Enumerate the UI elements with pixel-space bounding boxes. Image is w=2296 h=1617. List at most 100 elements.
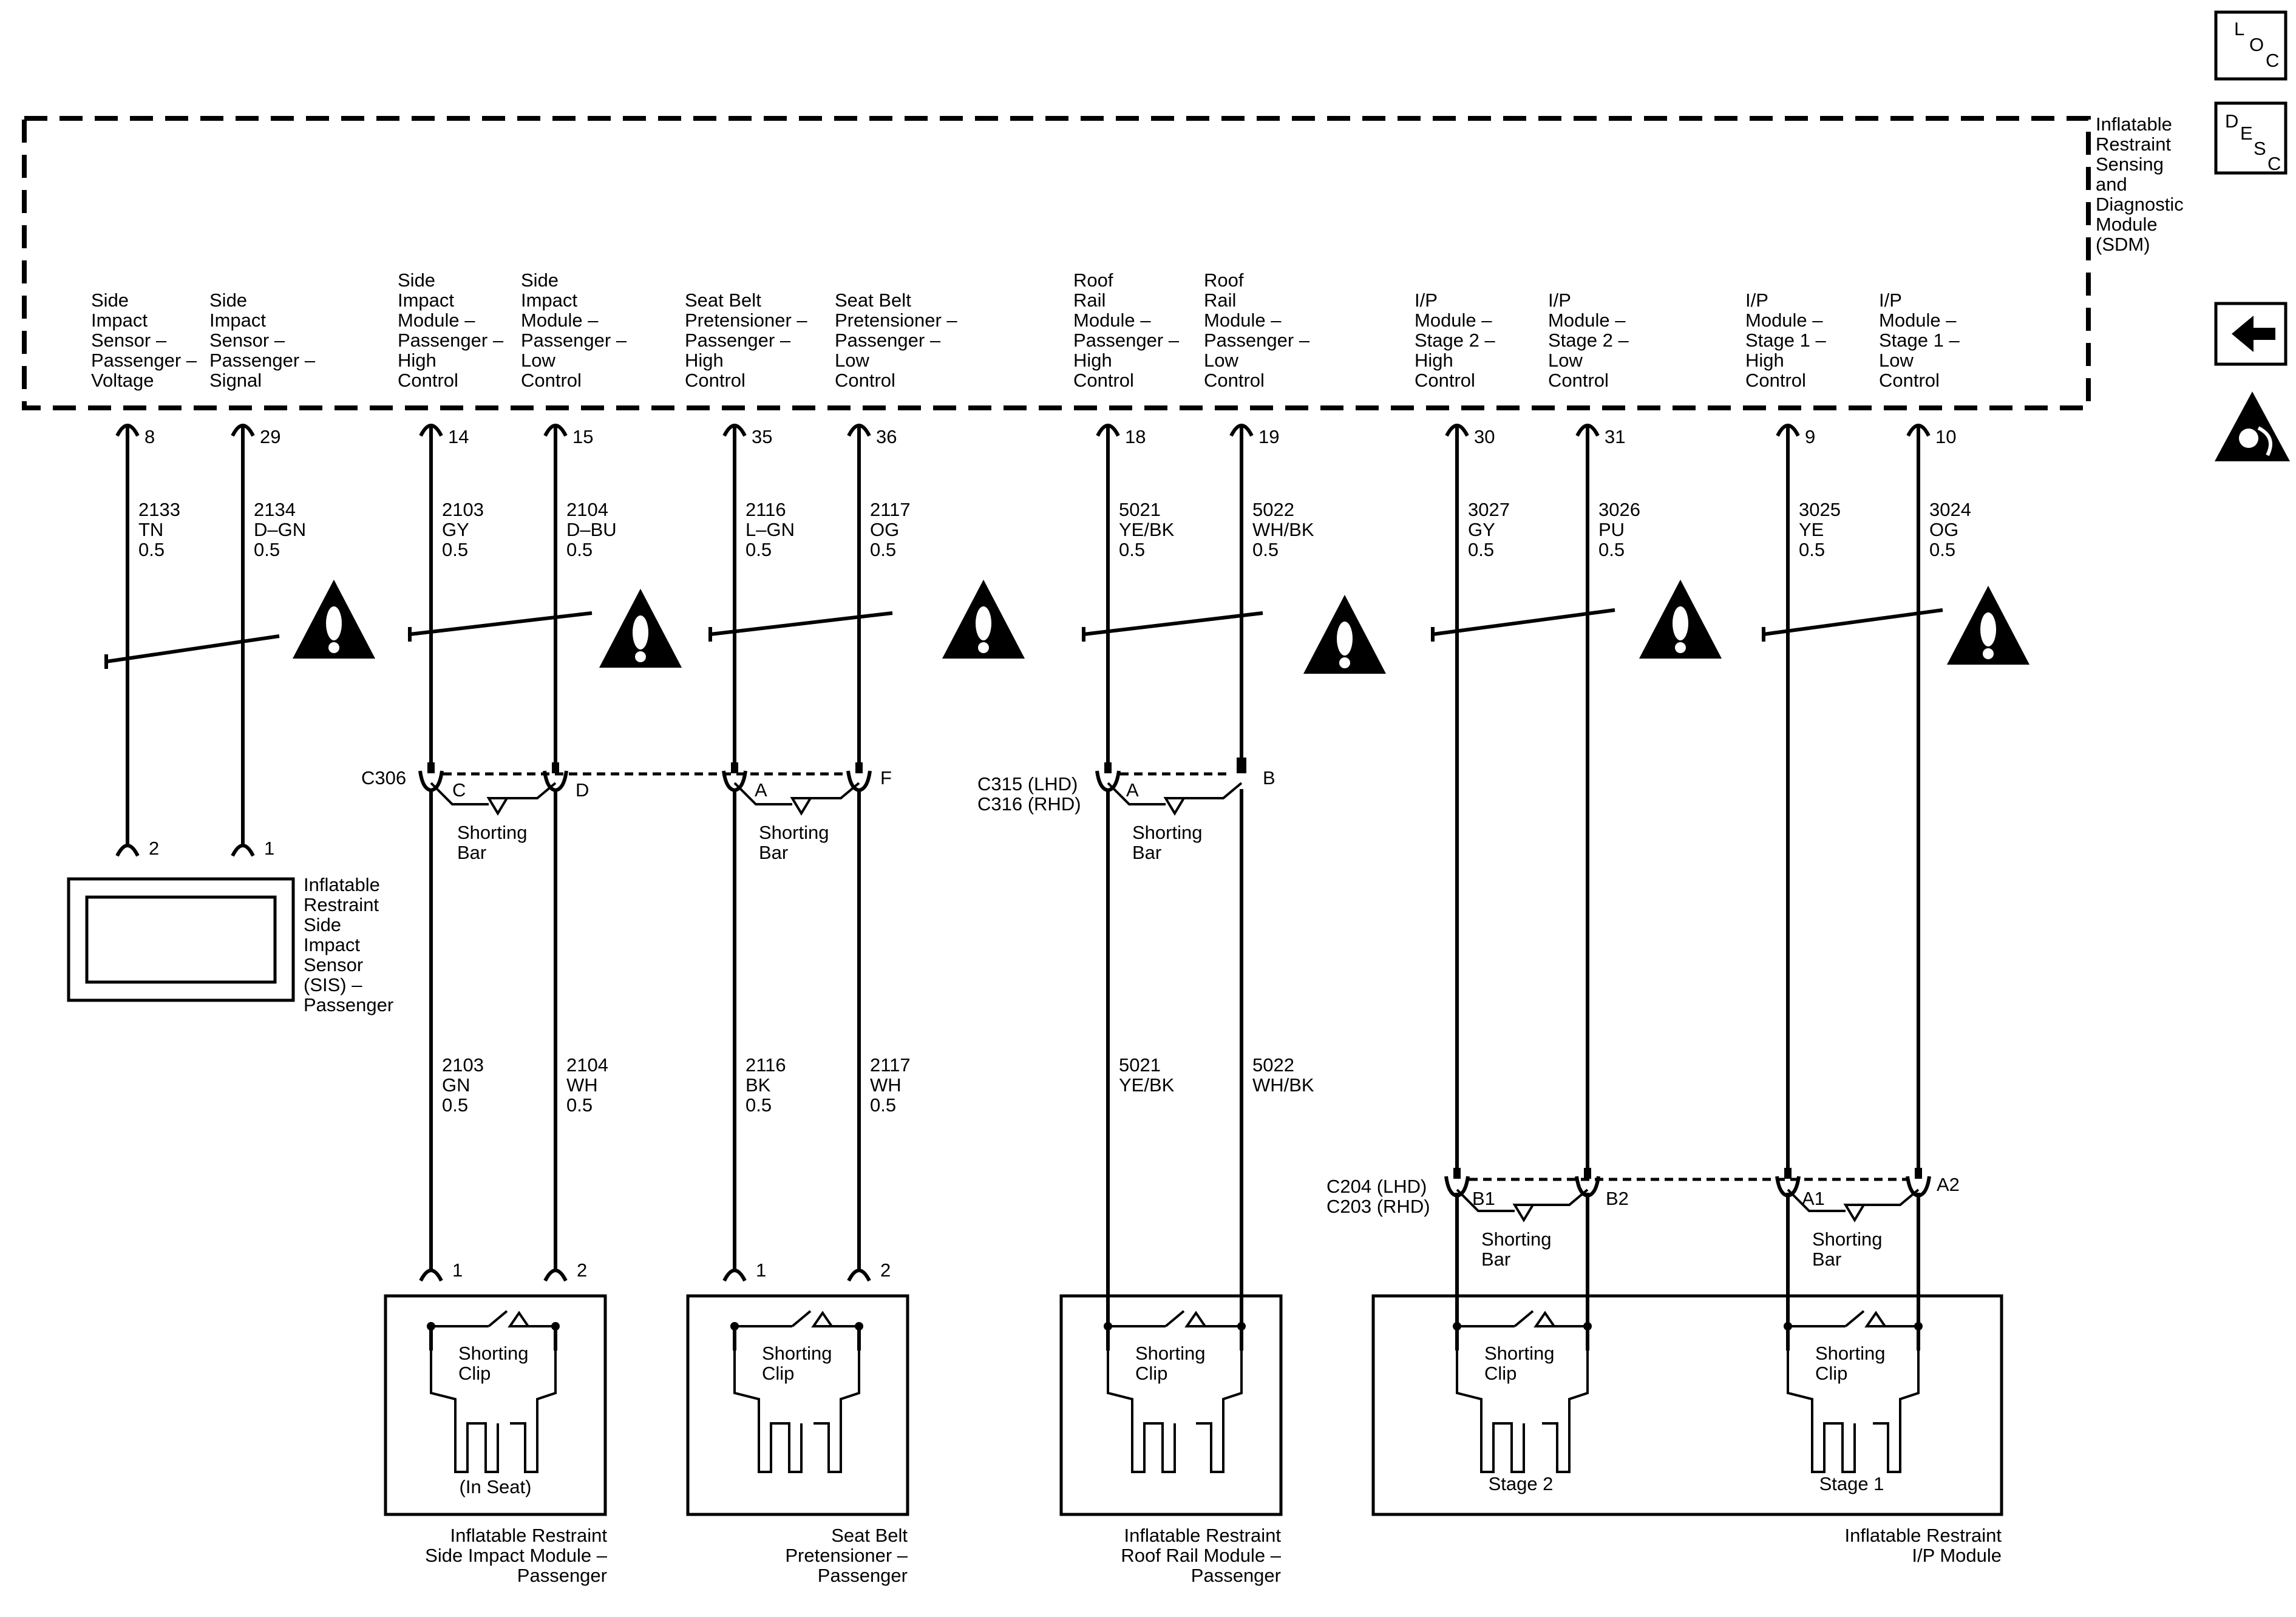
sdm-pin-function-c18: Module –	[1073, 310, 1151, 331]
sdm-pin-function-c31: Control	[1548, 370, 1609, 391]
wire-label-upper-c8: TN	[138, 519, 163, 540]
wire-label-upper-c36: OG	[870, 519, 899, 540]
module-terminal-c15	[543, 1269, 568, 1282]
c204-terminal-c30-pin	[1453, 1168, 1461, 1179]
sdm-pin-function-c30: Stage 2 –	[1415, 330, 1495, 351]
warning-triangle-icon	[1639, 580, 1722, 659]
sdm-pin-number-c36: 36	[876, 426, 897, 447]
sdm-pin-number-c9: 9	[1805, 426, 1815, 447]
sdm-pin-function-c14: Control	[398, 370, 458, 391]
shorting-bar-pretensioner-label: Bar	[759, 842, 788, 863]
sdm-pin-function-c31: Stage 2 –	[1548, 330, 1629, 351]
sdm-pin-function-c30: Control	[1415, 370, 1475, 391]
pretensioner-squib-l	[733, 1351, 803, 1473]
wire-label-upper-c9: 0.5	[1799, 539, 1825, 560]
sdm-pin-number-c19: 19	[1258, 426, 1279, 447]
pretensioner-clip-label: Shorting	[762, 1343, 832, 1364]
wire-label-upper-c10: OG	[1929, 519, 1958, 540]
loc-letter: O	[2249, 34, 2264, 55]
sdm-pin-function-c35: Seat Belt	[685, 290, 761, 311]
side-impact-module-label: Inflatable Restraint	[450, 1525, 608, 1546]
twist-mark-6	[1763, 608, 1943, 636]
ip-module-box	[1371, 1294, 2003, 1516]
c315-pin-a: A	[1126, 779, 1139, 801]
sis-terminal-2	[115, 844, 140, 857]
c306-terminal-c15-pin	[552, 762, 559, 773]
sdm-pin-function-c8: Voltage	[91, 370, 154, 391]
c306-pin-a: A	[755, 779, 767, 801]
desc-letter: D	[2225, 110, 2238, 132]
sis-label: Sensor	[304, 954, 363, 975]
shorting-bar-stage1	[1787, 1188, 1846, 1212]
c306-pin-c: C	[452, 779, 466, 801]
wire-label-lower-c19: WH/BK	[1252, 1074, 1314, 1096]
shorting-bar-roof-rail-contact	[1163, 797, 1186, 816]
sdm-pin-number-c14: 14	[448, 426, 469, 447]
roof-rail-module-switch-contact	[1184, 1310, 1207, 1327]
sdm-pin-function-c10: Module –	[1879, 310, 1957, 331]
sdm-pin-function-c10: I/P	[1879, 290, 1902, 311]
wire-label-upper-c30: 3027	[1468, 499, 1510, 520]
warning-triangle-icon-bar	[1337, 622, 1353, 656]
pretensioner-squib-r	[813, 1351, 860, 1473]
sdm-pin-function-c8: Sensor –	[91, 330, 167, 351]
wire-label-upper-c35: 0.5	[746, 539, 772, 560]
wire-label-upper-c15: 0.5	[566, 539, 593, 560]
c306-terminal-c14-pin	[427, 762, 435, 773]
sdm-pin-function-c14: Module –	[398, 310, 475, 331]
wire-label-upper-c9: YE	[1799, 519, 1824, 540]
sdm-pin-function-c15: Control	[521, 370, 582, 391]
wire-label-lower-c35: 2116	[746, 1054, 786, 1076]
pretensioner-switch-blade	[791, 1310, 812, 1327]
wire-label-lower-c35: 0.5	[746, 1094, 772, 1116]
side-impact-module-box	[384, 1294, 607, 1516]
wire-label-upper-c15: D–BU	[566, 519, 617, 540]
sdm-pin-function-c8: Passenger –	[91, 350, 197, 371]
sdm-pin-function-c10: Stage 1 –	[1879, 330, 1960, 351]
shorting-bar-stage2-arm	[1533, 1188, 1589, 1206]
shorting-bar-stage1-arm	[1864, 1188, 1920, 1206]
sdm-pin-function-c18: Passenger –	[1073, 330, 1180, 351]
sdm-frame	[22, 116, 2091, 410]
shorting-bar-stage2	[1456, 1188, 1515, 1212]
c315-terminal-b	[1237, 758, 1246, 773]
sdm-pin-function-c9: Control	[1745, 370, 1806, 391]
c315-terminal-a-pin	[1104, 762, 1112, 773]
sdm-pin-function-c35: Passenger –	[685, 330, 791, 351]
pretensioner-box	[686, 1294, 909, 1516]
ip-stage2-clip-label: Clip	[1484, 1363, 1517, 1384]
wire-label-lower-c36: 2117	[870, 1054, 911, 1076]
sdm-pin-function-c29: Side	[209, 290, 247, 311]
wire-label-lower-c36: 0.5	[870, 1094, 896, 1116]
shorting-bar-stage2-label: Bar	[1481, 1249, 1510, 1270]
wire-label-upper-c18: 5021	[1119, 499, 1161, 520]
wire-label-upper-c19: WH/BK	[1252, 519, 1314, 540]
side-impact-module-clip-label: Clip	[458, 1363, 491, 1384]
shorting-bar-stage2-label: Shorting	[1481, 1229, 1551, 1250]
pretensioner-switch-contact	[811, 1310, 834, 1327]
sdm-pin-function-c31: Module –	[1548, 310, 1626, 331]
c306-terminal-c35-pin	[731, 762, 738, 773]
back-box	[2214, 302, 2288, 366]
wire-label-upper-c19: 0.5	[1252, 539, 1279, 560]
ip-stage2-clip-label: Shorting	[1484, 1343, 1554, 1364]
sdm-pin-function-c18: Roof	[1073, 270, 1113, 291]
warning-triangle-icon-dot	[1339, 657, 1350, 668]
sdm-label: Diagnostic	[2096, 194, 2184, 215]
loc-letter: L	[2234, 18, 2244, 39]
loc-letter: C	[2266, 50, 2279, 71]
warning-triangle-icon	[942, 580, 1025, 659]
warning-triangle-icon-bar	[633, 615, 648, 649]
back-arrow-icon	[2214, 302, 2288, 366]
sdm-label: Module	[2096, 214, 2158, 235]
loc-icon: LOC	[2214, 10, 2288, 81]
shorting-bar-stage2-contact	[1512, 1204, 1535, 1222]
airbag-triangle	[2215, 392, 2290, 461]
sdm-label: (SDM)	[2096, 234, 2150, 255]
twist-mark-2	[409, 611, 593, 636]
side-impact-module-label: Side Impact Module –	[425, 1545, 608, 1566]
sis-label: Inflatable	[304, 874, 380, 895]
sdm-pin-function-c15: Impact	[521, 290, 577, 311]
c204-terminal-c9-pin	[1784, 1168, 1792, 1179]
wire-label-lower-c14: 0.5	[442, 1094, 468, 1116]
